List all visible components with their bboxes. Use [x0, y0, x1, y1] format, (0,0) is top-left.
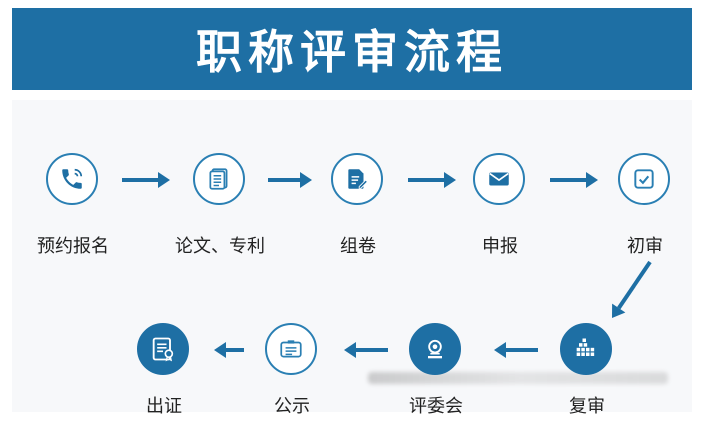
arrow-left [344, 342, 388, 358]
file-edit-icon [331, 153, 383, 205]
step-label: 复审 [569, 396, 605, 417]
step-label: 公示 [274, 396, 310, 417]
stamp-icon [409, 323, 461, 375]
watermark-blur [368, 372, 668, 384]
step-label: 出证 [146, 396, 182, 417]
page-title: 职称评审流程 [196, 25, 508, 79]
arrow-left [494, 342, 538, 358]
step-2: 论文、专利 [175, 140, 265, 257]
arrow-right [268, 172, 312, 188]
arrow-right [122, 172, 170, 188]
step-7: 评委会 [396, 310, 476, 417]
step-label: 申报 [482, 236, 518, 257]
checkbox-icon [618, 153, 670, 205]
arrow-left [214, 342, 244, 358]
blocks-icon [560, 323, 612, 375]
step-3: 组卷 [318, 140, 398, 257]
step-label: 组卷 [340, 236, 376, 257]
step-4: 申报 [460, 140, 540, 257]
step-label: 初审 [627, 236, 663, 257]
certificate-icon [137, 323, 189, 375]
step-label: 评委会 [409, 396, 463, 417]
arrow-right [408, 172, 456, 188]
step-5: 初审 [605, 140, 685, 257]
step-6: 复审 [547, 310, 627, 417]
phone-icon [46, 153, 98, 205]
title-banner: 职称评审流程 [12, 8, 692, 90]
step-1: 预约报名 [33, 140, 113, 257]
step-label: 预约报名 [37, 236, 109, 257]
step-label: 论文、专利 [175, 236, 265, 257]
arrow-right [550, 172, 598, 188]
step-8: 公示 [252, 310, 332, 417]
document-icon [193, 153, 245, 205]
step-9: 出证 [124, 310, 204, 417]
id-card-icon [265, 323, 317, 375]
arrow-down-left [612, 260, 652, 318]
envelope-icon [473, 153, 525, 205]
